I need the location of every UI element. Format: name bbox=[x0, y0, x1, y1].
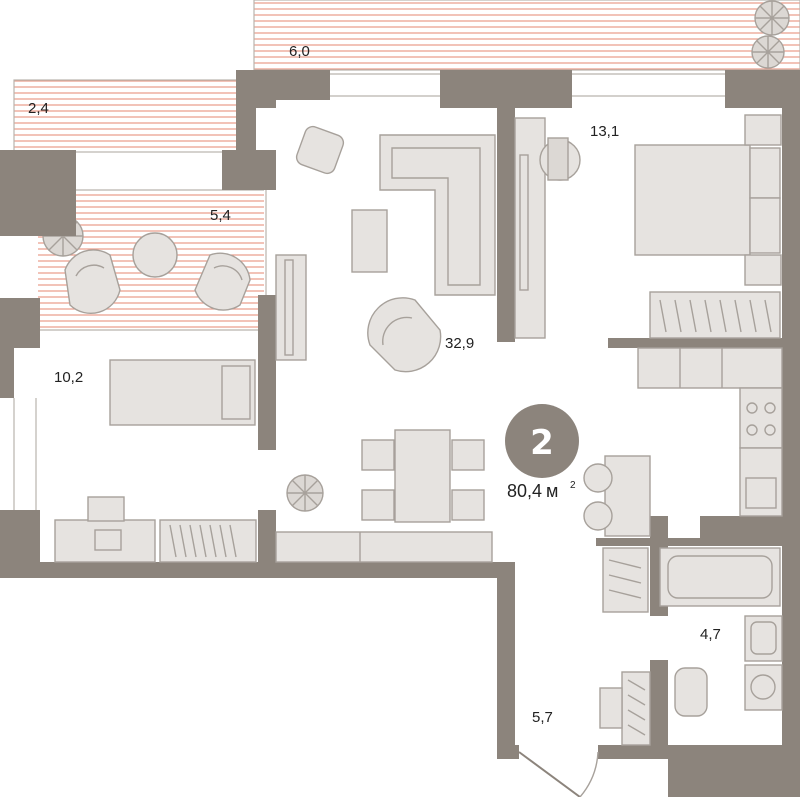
washer-icon bbox=[744, 664, 783, 711]
windows bbox=[13, 73, 725, 510]
kitchen-furniture bbox=[583, 347, 783, 537]
walls bbox=[0, 70, 800, 797]
plant-icon bbox=[286, 474, 324, 512]
total-area-unit-sup: 2 bbox=[570, 480, 576, 491]
hallway-furniture bbox=[518, 671, 651, 797]
area-label-bedroom-left: 10,2 bbox=[54, 369, 83, 386]
desk-icon bbox=[54, 496, 156, 563]
bedroom-right-furniture bbox=[514, 114, 782, 339]
area-label-bathroom: 4,7 bbox=[700, 626, 721, 643]
sideboard-icon bbox=[275, 531, 493, 563]
armchair-icon bbox=[367, 297, 442, 373]
bed-icon bbox=[109, 359, 256, 426]
cooktop-icon bbox=[739, 387, 783, 449]
balcony-left bbox=[13, 79, 239, 153]
area-label-bedroom-right: 13,1 bbox=[590, 123, 619, 140]
washbasin-icon bbox=[744, 615, 783, 662]
area-label-living-kitchen: 32,9 bbox=[445, 335, 474, 352]
wardrobe-icon bbox=[159, 519, 257, 563]
shelf-icon bbox=[602, 547, 649, 613]
sofa-icon bbox=[379, 134, 496, 296]
area-label-balcony-left: 2,4 bbox=[28, 100, 49, 117]
double-bed-icon bbox=[634, 114, 782, 286]
area-label-terrace-top: 6,0 bbox=[289, 43, 310, 60]
living-furniture bbox=[275, 125, 496, 563]
toilet-icon bbox=[674, 667, 708, 717]
bathtub-icon bbox=[659, 547, 781, 607]
door-icon bbox=[518, 751, 599, 797]
plant-icon bbox=[751, 0, 790, 69]
bar-counter-icon bbox=[583, 455, 651, 537]
bedroom-left-furniture bbox=[54, 359, 257, 563]
wardrobe-icon bbox=[514, 117, 546, 339]
sink-icon bbox=[745, 477, 777, 509]
area-label-hallway: 5,7 bbox=[532, 709, 553, 726]
rooms-badge: 2 bbox=[505, 404, 579, 478]
armchair-icon bbox=[194, 252, 251, 311]
round-table-icon bbox=[132, 232, 178, 278]
shelf-icon bbox=[649, 291, 781, 339]
pouf-icon bbox=[295, 125, 345, 175]
terrace-top bbox=[253, 0, 800, 71]
coffee-table-icon bbox=[351, 209, 388, 273]
armchair-icon bbox=[64, 249, 121, 315]
rooms-count: 2 bbox=[530, 423, 554, 463]
bathroom-furniture bbox=[602, 547, 783, 717]
chair-icon bbox=[539, 137, 581, 181]
area-label-loggia: 5,4 bbox=[210, 207, 231, 224]
dining-table-icon bbox=[361, 429, 485, 523]
tv-unit-icon bbox=[275, 254, 307, 361]
